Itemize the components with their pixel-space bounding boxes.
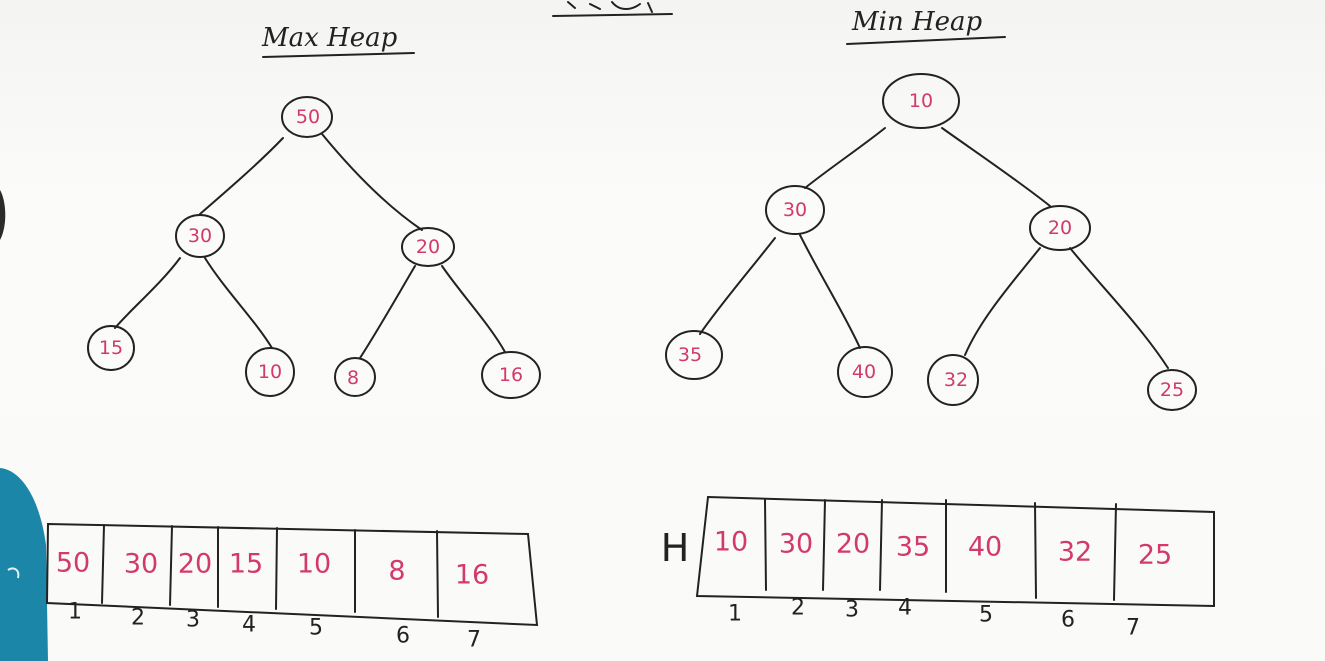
max-node-30: 30	[175, 214, 225, 258]
min-edge-20-32	[964, 247, 1041, 356]
min-array-cell-5: 40	[968, 532, 1002, 563]
min-array-index-7: 7	[1126, 616, 1140, 641]
max-array-index-2: 2	[131, 606, 145, 631]
max-node-20: 20	[401, 227, 455, 267]
min-heap-title-underline	[846, 36, 1006, 45]
min-node-25: 25	[1147, 369, 1197, 411]
min-array-cell-3: 20	[836, 529, 870, 560]
min-array-cell-1: 10	[714, 527, 748, 558]
svg-text:50: 50	[296, 106, 320, 128]
presenter-arm	[0, 190, 48, 661]
max-array-index-3: 3	[186, 608, 200, 633]
svg-text:30: 30	[783, 199, 807, 221]
max-edge-30-10	[204, 257, 273, 349]
max-edge-root-right	[321, 133, 423, 231]
svg-text:40: 40	[852, 361, 876, 383]
min-edge-root-right	[941, 127, 1051, 207]
svg-text:20: 20	[1048, 217, 1072, 239]
min-node-35: 35	[665, 330, 723, 380]
max-heap-array: 50 30 20 15 10 8 16 1 2 3 4 5 6 7	[45, 522, 539, 653]
svg-text:10: 10	[909, 90, 933, 112]
svg-text:15: 15	[99, 337, 123, 359]
max-array-index-6: 6	[396, 624, 410, 649]
max-node-16: 16	[481, 351, 541, 399]
min-heap-title: Min Heap	[851, 7, 983, 37]
max-array-cell-1: 50	[56, 548, 90, 579]
max-array-cell-4: 15	[229, 549, 263, 580]
svg-text:35: 35	[678, 344, 702, 366]
min-array-index-4: 4	[898, 596, 912, 621]
max-heap-tree: 50 30 20 15 10 8 16	[87, 96, 541, 399]
max-array-cell-5: 10	[297, 549, 331, 580]
max-array-index-4: 4	[242, 613, 256, 638]
max-node-15: 15	[87, 325, 135, 371]
max-array-index-1: 1	[68, 600, 82, 625]
min-node-20: 20	[1029, 205, 1091, 251]
max-heap-title: Max Heap	[261, 23, 398, 53]
max-heap-title-underline	[262, 52, 415, 58]
min-array-index-2: 2	[791, 596, 805, 621]
min-array-index-5: 5	[979, 603, 993, 628]
max-array-cell-6: 8	[388, 556, 405, 587]
svg-text:8: 8	[347, 367, 359, 389]
max-edge-30-15	[114, 257, 181, 329]
min-edge-root-left	[804, 127, 886, 189]
svg-text:10: 10	[258, 361, 282, 383]
min-array-label: H	[661, 526, 690, 570]
min-heap-tree: 10 30 20 35 40 32 25	[665, 73, 1197, 411]
svg-text:30: 30	[188, 225, 212, 247]
max-edge-root-left	[199, 137, 284, 215]
svg-text:16: 16	[499, 364, 523, 386]
min-node-32: 32	[927, 354, 979, 406]
min-node-10: 10	[882, 73, 960, 129]
min-edge-30-35	[699, 237, 776, 335]
max-node-8: 8	[334, 357, 376, 397]
min-array-cell-6: 32	[1058, 537, 1092, 568]
min-array-index-6: 6	[1061, 608, 1075, 633]
min-array-cell-7: 25	[1138, 540, 1172, 571]
max-edge-20-16	[441, 265, 506, 353]
max-array-cell-7: 16	[455, 560, 489, 591]
min-array-index-1: 1	[728, 602, 742, 627]
max-array-cell-2: 30	[124, 549, 158, 580]
max-node-50: 50	[281, 96, 333, 138]
min-edge-30-40	[799, 234, 861, 349]
svg-text:32: 32	[944, 369, 968, 391]
min-array-index-3: 3	[845, 598, 859, 623]
svg-text:25: 25	[1160, 379, 1184, 401]
min-edge-20-25	[1069, 247, 1169, 369]
svg-text:20: 20	[416, 236, 440, 258]
min-node-30: 30	[765, 185, 825, 235]
max-edge-20-8	[359, 265, 416, 359]
top-title-fragment	[552, 1, 673, 17]
min-array-cell-4: 35	[896, 532, 930, 563]
max-node-10: 10	[245, 347, 295, 397]
max-array-cell-3: 20	[178, 549, 212, 580]
min-heap-array: 10 30 20 35 40 32 25 1 2 3 4 5 6 7	[695, 495, 1215, 641]
min-node-40: 40	[837, 346, 893, 398]
max-array-index-5: 5	[309, 616, 323, 641]
max-array-index-7: 7	[467, 628, 481, 653]
min-array-cell-2: 30	[779, 529, 813, 560]
